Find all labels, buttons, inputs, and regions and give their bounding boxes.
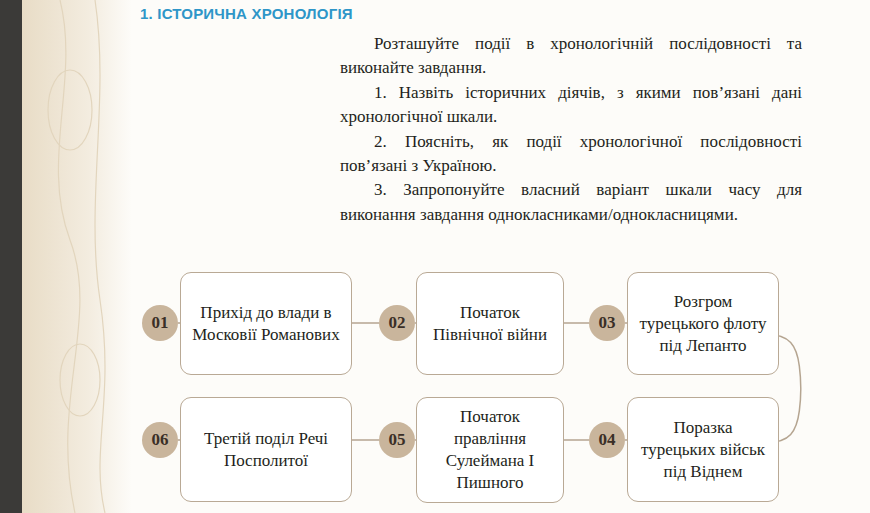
callout-number: 02 [389, 313, 406, 333]
event-text: Початок правління Сулеймана І Пишного [425, 406, 555, 494]
callout-number: 04 [599, 430, 616, 450]
event-box: Початок правління Сулеймана І Пишного [416, 397, 564, 503]
parchment-strip [22, 0, 132, 513]
number-circle: 03 [589, 305, 625, 341]
event-box: Початок Північної війни [416, 272, 564, 375]
timeline-link [564, 439, 589, 441]
timeline-link [352, 322, 379, 324]
number-circle: 05 [379, 422, 415, 458]
event-text: Прихід до влади в Московії Романових [189, 302, 343, 346]
section-title: 1. ІСТОРИЧНА ХРОНОЛОГІЯ [140, 5, 353, 22]
event-text: Поразка турецьких військ під Віднем [636, 417, 770, 483]
callout-number: 03 [599, 313, 616, 333]
event-box: Прихід до влади в Московії Романових [180, 272, 352, 375]
task-paragraph: 1. Назвіть історичних діячів, з якими по… [340, 81, 802, 130]
event-box: Розгром турецького флоту під Лепанто [627, 272, 779, 375]
timeline-link [352, 439, 379, 441]
number-circle: 04 [589, 422, 625, 458]
row-bracket [779, 336, 801, 441]
task-text: Розташуйте події в хронологічній послідо… [340, 32, 802, 227]
callout-number: 05 [389, 430, 406, 450]
callout-number: 01 [152, 313, 169, 333]
number-circle: 01 [142, 305, 178, 341]
event-box: Третій поділ Речі Посполитої [180, 397, 352, 502]
task-paragraph: 3. Запропонуйте власний варіант шкали ча… [340, 178, 802, 227]
timeline-link [564, 322, 589, 324]
task-paragraph: 2. Поясніть, як події хронологічної посл… [340, 130, 802, 179]
event-text: Третій поділ Речі Посполитої [189, 428, 343, 472]
number-circle: 06 [142, 422, 178, 458]
event-text: Початок Північної війни [425, 302, 555, 346]
task-paragraph: Розташуйте події в хронологічній послідо… [340, 32, 802, 81]
number-circle: 02 [379, 305, 415, 341]
ornament [48, 0, 105, 513]
dark-margin [0, 0, 22, 513]
event-text: Розгром турецького флоту під Лепанто [636, 291, 770, 357]
event-box: Поразка турецьких військ під Віднем [627, 397, 779, 502]
callout-number: 06 [152, 430, 169, 450]
